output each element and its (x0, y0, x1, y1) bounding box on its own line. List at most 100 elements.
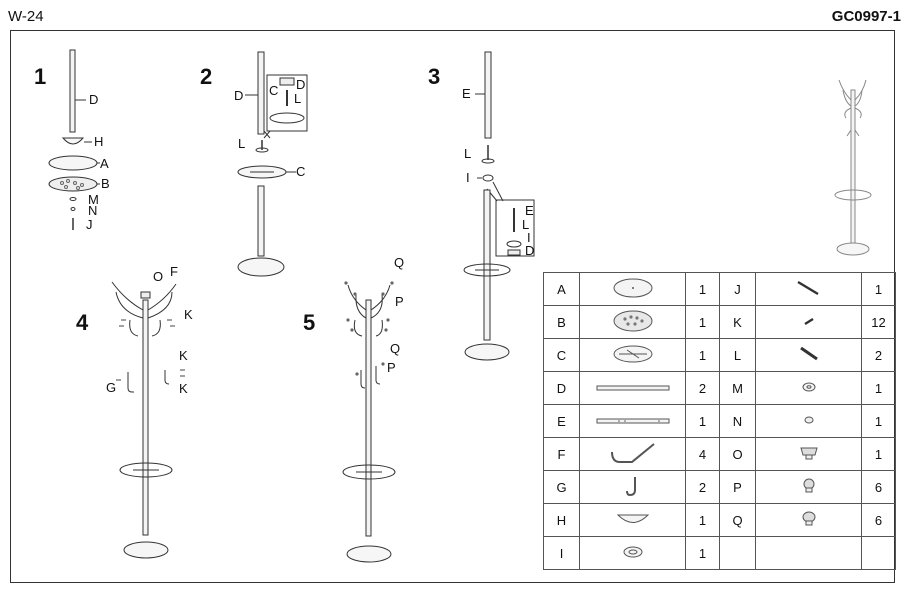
callout-label: D (296, 77, 306, 92)
callout-label: C (296, 164, 306, 179)
finished-product-drawing (834, 79, 872, 256)
model-code: W-24 (8, 8, 44, 25)
upper-tube-icon (579, 404, 686, 438)
empty-cell (755, 536, 862, 570)
part-quantity: 4 (685, 437, 720, 471)
step1-drawing (48, 49, 100, 230)
step-number-3: 3 (428, 64, 441, 89)
callout-label: J (86, 217, 93, 232)
part-quantity: 12 (861, 305, 896, 339)
callout-label: Q (390, 341, 401, 356)
callout-label: E (462, 86, 471, 101)
part-quantity: 1 (861, 371, 896, 405)
ball-cap-icon (755, 470, 862, 504)
part-letter: L (719, 338, 756, 372)
nut-icon (755, 404, 862, 438)
long-bolt-icon (755, 272, 862, 306)
callout-label: K (179, 348, 188, 363)
callout-label: L (294, 91, 302, 106)
washer-icon (755, 371, 862, 405)
part-letter: I (543, 536, 580, 570)
part-letter: O (719, 437, 756, 471)
part-quantity: 1 (685, 338, 720, 372)
part-letter: H (543, 503, 580, 537)
callout-label: P (387, 360, 396, 375)
part-letter: C (543, 338, 580, 372)
small-hook-icon (579, 470, 686, 504)
part-quantity: 1 (685, 404, 720, 438)
part-quantity: 1 (685, 536, 720, 570)
part-letter: N (719, 404, 756, 438)
part-letter: Q (719, 503, 756, 537)
callout-label: B (101, 176, 110, 191)
callout-label: E (525, 203, 534, 218)
part-quantity: 1 (685, 272, 720, 306)
callout-label: N (88, 203, 98, 218)
callout-label: L (522, 217, 530, 232)
callout-label: L (464, 146, 472, 161)
callout-label: K (179, 381, 188, 396)
part-quantity: 1 (685, 503, 720, 537)
step-number-1: 1 (34, 64, 47, 89)
callout-label: F (170, 264, 178, 279)
callout-label: K (184, 307, 193, 322)
part-letter: F (543, 437, 580, 471)
part-letter: D (543, 371, 580, 405)
callout-label: C (269, 83, 279, 98)
callout-label: L (238, 136, 246, 151)
part-quantity: 6 (861, 470, 896, 504)
part-letter: B (543, 305, 580, 339)
callout-label: A (100, 156, 109, 171)
callout-label: H (94, 134, 104, 149)
step4-drawing (111, 281, 185, 559)
washer-cup-icon (579, 536, 686, 570)
part-quantity: 6 (861, 503, 896, 537)
short-screw-icon (755, 305, 862, 339)
callout-label: G (106, 380, 117, 395)
part-quantity: 1 (861, 437, 896, 471)
step-number-5: 5 (303, 310, 316, 335)
step5-drawing (342, 281, 396, 563)
part-quantity: 1 (685, 305, 720, 339)
part-quantity: 2 (861, 338, 896, 372)
cup-icon (579, 503, 686, 537)
umbrella-ring-icon (579, 338, 686, 372)
part-letter: K (719, 305, 756, 339)
callout-label: D (234, 88, 244, 103)
base-disc-icon (579, 272, 686, 306)
step-number-4: 4 (76, 310, 89, 335)
end-cap-icon (755, 503, 862, 537)
callout-label: I (466, 170, 470, 185)
lower-tube-icon (579, 371, 686, 405)
part-quantity: 1 (861, 404, 896, 438)
threaded-rod-icon (755, 338, 862, 372)
part-letter: A (543, 272, 580, 306)
part-letter: P (719, 470, 756, 504)
callout-label: Q (394, 255, 405, 270)
step2-drawing (237, 51, 308, 277)
part-letter: J (719, 272, 756, 306)
large-hook-icon (579, 437, 686, 471)
weighted-base-icon (579, 305, 686, 339)
part-letter: E (543, 404, 580, 438)
callout-label: O (153, 269, 164, 284)
callout-label: D (525, 243, 535, 258)
step-number-2: 2 (200, 64, 213, 89)
part-letter: G (543, 470, 580, 504)
part-quantity (861, 536, 896, 570)
part-quantity: 2 (685, 371, 720, 405)
step3-drawing (463, 51, 535, 361)
callout-label: D (89, 92, 99, 107)
part-letter (719, 536, 756, 570)
